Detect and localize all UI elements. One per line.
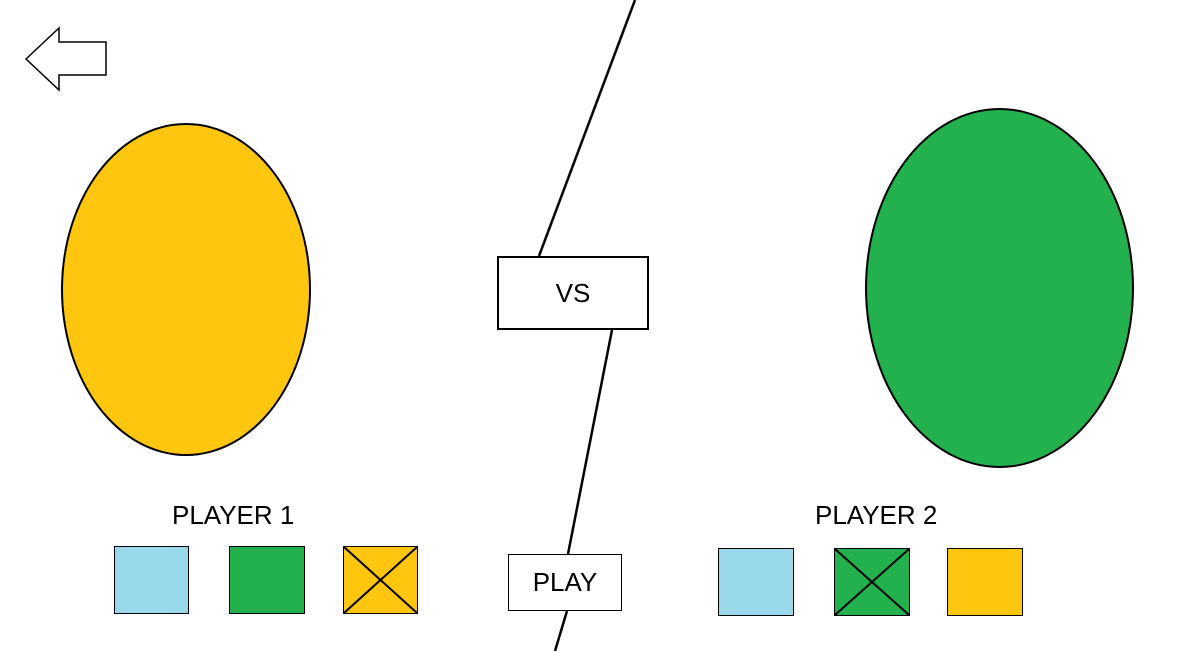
vs-label: VS xyxy=(497,256,649,330)
player2-color-swatch[interactable] xyxy=(947,548,1023,616)
player2-color-swatch[interactable] xyxy=(834,548,910,616)
play-button[interactable]: PLAY xyxy=(508,554,622,611)
player1-color-swatch[interactable] xyxy=(343,546,418,614)
back-button[interactable] xyxy=(24,26,108,92)
arrow-left-outline-icon xyxy=(24,26,107,92)
player2-avatar xyxy=(865,108,1134,468)
player2-color-swatch[interactable] xyxy=(718,548,794,616)
player1-color-swatch[interactable] xyxy=(229,546,305,614)
cross-icon xyxy=(835,549,909,615)
cross-icon xyxy=(344,547,417,613)
player2-label: PLAYER 2 xyxy=(815,500,938,530)
player1-color-swatch[interactable] xyxy=(114,546,189,614)
player1-avatar xyxy=(61,123,311,456)
player1-label: PLAYER 1 xyxy=(172,500,295,530)
